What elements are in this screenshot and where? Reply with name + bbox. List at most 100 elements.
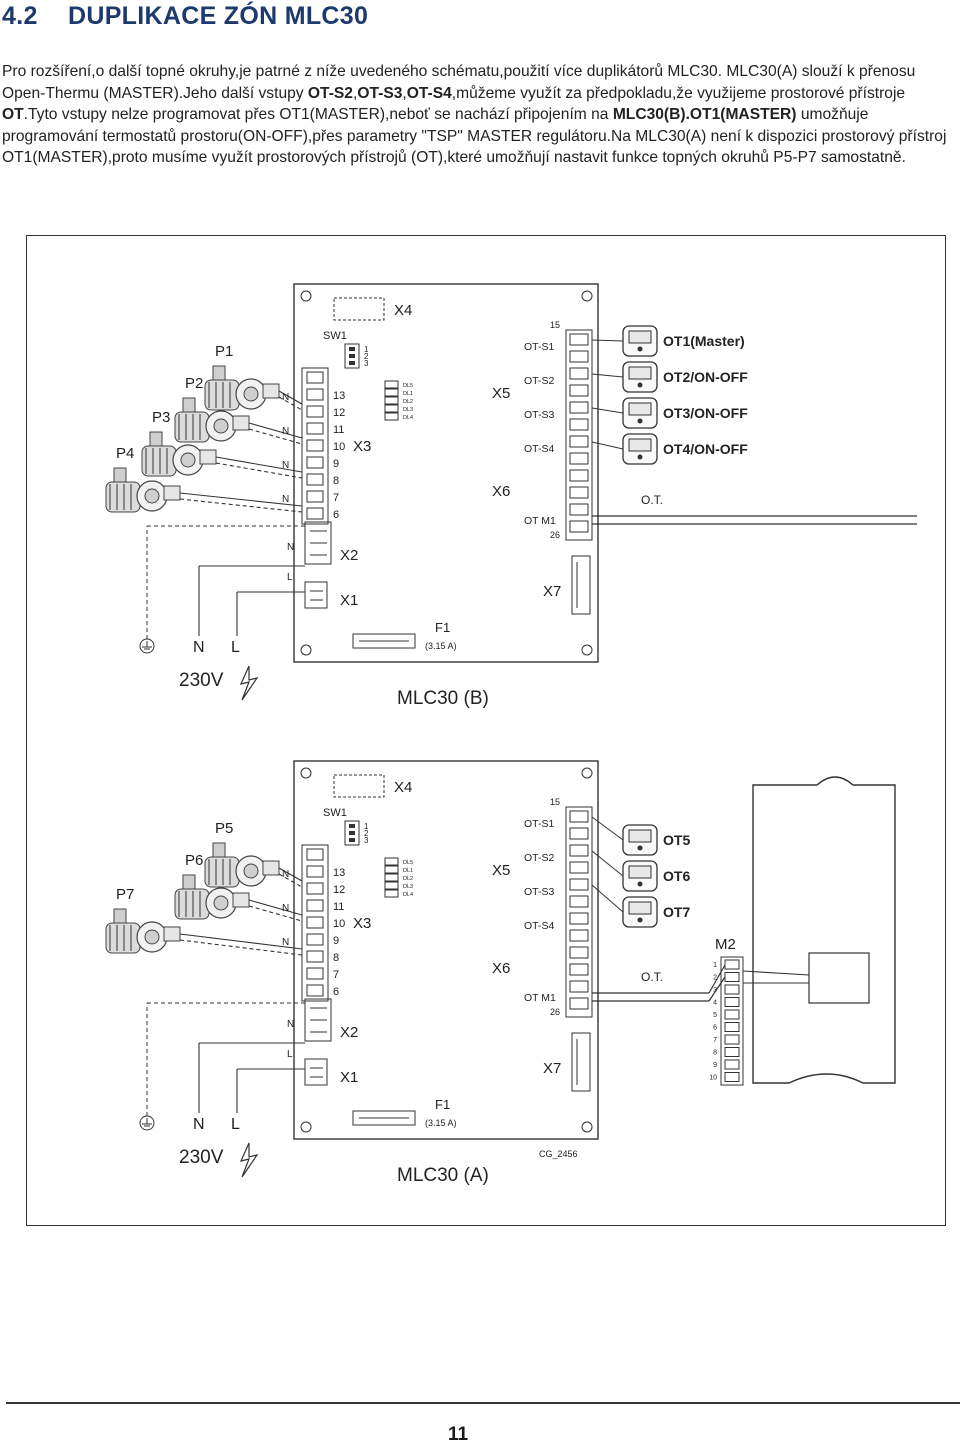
pump-terminal-box [232, 892, 250, 908]
pump-cap [182, 874, 196, 890]
ot-input-label: OT-S3 [524, 886, 555, 898]
pump-icon: P6 [174, 852, 250, 920]
thermostat-button [637, 881, 643, 887]
pump-rotor [213, 418, 229, 434]
terminal-slot [724, 984, 740, 995]
terminal-slot [569, 503, 589, 516]
ot-bus-label: O.T. [641, 493, 663, 507]
terminal-slot [569, 827, 589, 840]
line-label: L [287, 572, 293, 583]
neutral-label: N [282, 494, 289, 505]
led-indicator [384, 412, 399, 421]
m2-pin-number: 3 [713, 987, 717, 994]
led-label: DL2 [403, 876, 413, 882]
ot-input-label: OT-S4 [524, 920, 555, 932]
dip-position-label: 1 [364, 345, 369, 354]
terminal-slot [569, 401, 589, 414]
terminal-number: 8 [333, 952, 339, 964]
thermostat-button [637, 454, 643, 460]
fuse-rating: (3.15 A) [425, 1118, 457, 1128]
thermostat-display [628, 865, 652, 879]
thermostat-button [637, 346, 643, 352]
board-mlc30-b: X4SW1123DL5DL1DL2DL3DL4131211109876X3X2X… [105, 283, 917, 709]
terminal-slot [569, 333, 589, 346]
terminal-slot [306, 916, 324, 929]
connector-label-x4: X4 [394, 779, 412, 796]
neutral-label: N [282, 903, 289, 914]
pump-motor [141, 445, 177, 477]
thermostat-display [628, 438, 652, 452]
fuse-rating: (3.15 A) [425, 641, 457, 651]
pump-cap [113, 467, 127, 483]
led-indicator [384, 404, 399, 413]
intro-paragraph: Pro rozšíření,o další topné okruhy,je pa… [2, 61, 952, 169]
ot-terminal-column [565, 806, 593, 1018]
pump-label: P6 [185, 852, 203, 869]
ot-m1-label: OT M1 [524, 992, 556, 1004]
ot-terminal-column [565, 329, 593, 541]
terminal-slot [569, 963, 589, 976]
pump-neutral-wire [248, 428, 303, 445]
ot-input-label: OT-S1 [524, 818, 555, 830]
boiler-outline [752, 776, 896, 1084]
pump-motor [204, 856, 240, 888]
terminal-slot [569, 912, 589, 925]
thermostat-wire [591, 816, 624, 841]
terminal-slot [306, 899, 324, 912]
pump-cap [212, 842, 226, 858]
mains-l-label: L [231, 1116, 240, 1133]
terminal-block-m2 [720, 956, 744, 1086]
led-indicator [384, 857, 399, 866]
terminal-block-x3 [301, 367, 329, 525]
terminal-slot [569, 895, 589, 908]
mounting-hole [581, 290, 593, 302]
led-indicator [384, 873, 399, 882]
switch-label-sw1: SW1 [323, 807, 347, 819]
mains-n-label: N [193, 1116, 205, 1133]
pump-terminal-box [262, 860, 280, 876]
thermostat-display [628, 366, 652, 380]
thermostat-wire [591, 373, 624, 378]
pump-icon: P5 [204, 820, 280, 888]
mains-voltage-label: 230V [179, 1147, 224, 1168]
led-label: DL5 [403, 860, 413, 866]
terminal-slot [569, 486, 589, 499]
ot-bus-wire [708, 964, 726, 994]
pump-rotor [180, 452, 196, 468]
mounting-hole [581, 644, 593, 656]
bold-term: OT1(MASTER) [689, 106, 797, 124]
pump-icon: P2 [174, 375, 250, 443]
terminal-number: 10 [333, 918, 345, 930]
terminal-number: 6 [333, 509, 339, 521]
terminal-slot [724, 1034, 740, 1045]
thermostat-label: OT7 [663, 904, 690, 920]
thermostat-label: OT5 [663, 832, 690, 848]
text-run: .Tyto vstupy nelze programovat přes OT1(… [23, 106, 613, 124]
text-run: Pro rozšíření,o další topné okruhy,je pa… [2, 63, 916, 102]
thermostat-button [637, 917, 643, 923]
room-thermostat-icon: OT1(Master) [622, 325, 745, 357]
board-caption: MLC30 (B) [397, 688, 489, 709]
mounting-hole [300, 644, 312, 656]
connector-label-x4: X4 [394, 302, 412, 319]
neutral-label: N [282, 460, 289, 471]
connector-x7 [571, 555, 591, 615]
terminal-number: 12 [333, 407, 345, 419]
led-label: DL4 [403, 415, 413, 421]
boiler-control-box [808, 952, 870, 1004]
room-thermostat-icon: OT2/ON-OFF [622, 361, 748, 393]
m2-pin-number: 6 [713, 1025, 717, 1032]
terminal-number: 9 [333, 458, 339, 470]
terminal-block-x3 [301, 844, 329, 1002]
bold-term: OT-S2 [307, 84, 353, 102]
wiring-diagram-svg: X4SW1123DL5DL1DL2DL3DL4131211109876X3X2X… [105, 283, 917, 1186]
thermostat-label: OT6 [663, 868, 690, 884]
pump-label: P7 [116, 886, 134, 903]
pump-wire [179, 933, 303, 950]
pump-label: P5 [215, 820, 233, 837]
dip-toggle [349, 354, 355, 358]
terminal-slot [724, 1009, 740, 1020]
pump-motor [174, 888, 210, 920]
